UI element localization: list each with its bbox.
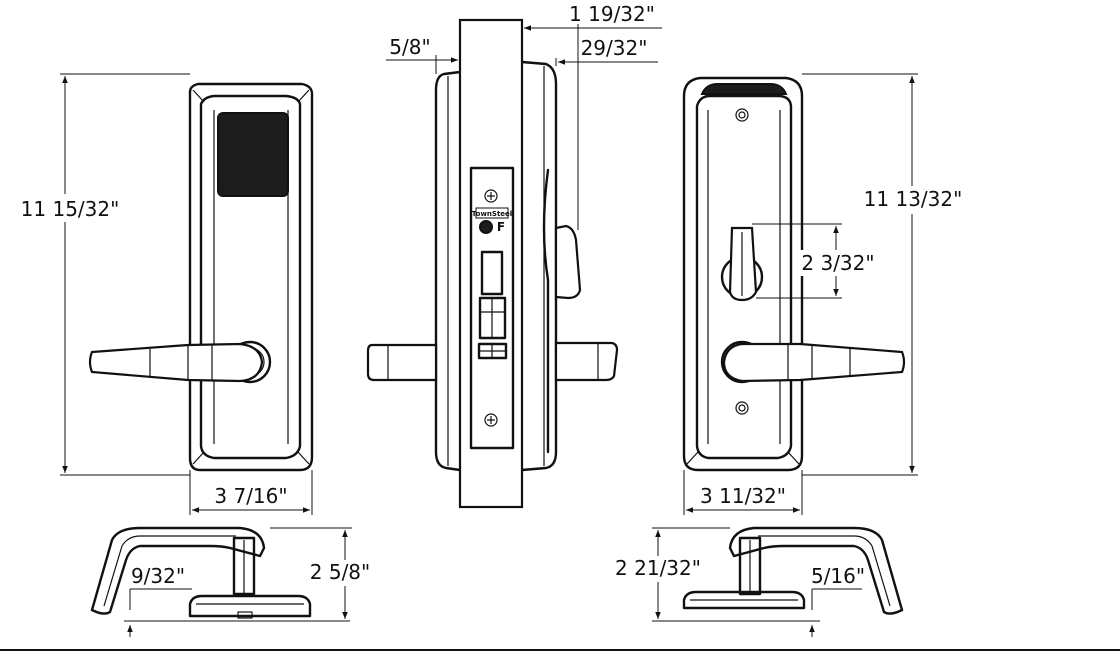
back-screw-bottom-inner <box>738 404 746 412</box>
latch-bolt <box>480 250 504 296</box>
side-dimensions: 5/8" 1 19/32" 29/32" <box>386 2 662 230</box>
front-escutcheon-inner <box>199 94 302 460</box>
front-height-label: 11 15/32" <box>21 197 120 221</box>
back-bevel-line <box>787 451 800 465</box>
label-mask <box>18 194 122 222</box>
code-text: F <box>497 220 505 234</box>
side-view: TownSteel F <box>366 18 619 509</box>
back-dimensions: 11 13/32" 2 3/32" 3 11/32" <box>683 73 966 515</box>
front-bevel-line <box>297 89 310 103</box>
side-right-trim <box>520 60 558 472</box>
back-indicator-band <box>700 83 788 95</box>
front-lever-handle <box>88 342 264 383</box>
bottom-left-dimensions: 9/32" 2 5/8" <box>124 527 376 637</box>
brand-plate <box>475 207 509 219</box>
bl-lever-profile <box>90 526 266 615</box>
label-mask <box>862 186 966 214</box>
back-bevel-line <box>686 451 699 465</box>
br-clearance-label: 5/16" <box>811 564 865 588</box>
bl-rose <box>188 594 312 618</box>
turn-label: 2 3/32" <box>801 251 874 275</box>
br-lever-inner <box>758 535 891 607</box>
back-view <box>682 76 906 472</box>
bl-rose-slot <box>237 611 253 619</box>
side-right-lever <box>554 341 619 382</box>
side-trim-label: 29/32" <box>581 36 648 60</box>
back-escutcheon-outer <box>682 76 804 472</box>
side-rail-contour <box>542 168 550 454</box>
label-mask <box>798 250 878 276</box>
bottom-right-dimensions: 2 21/32" 5/16" <box>612 527 865 637</box>
bottom-left-view <box>90 526 312 619</box>
back-lever-handle <box>722 342 906 383</box>
label-mask <box>304 560 376 586</box>
front-dimensions: 11 15/32" 3 7/16" <box>18 73 313 515</box>
thumb-turn-knob <box>728 226 758 302</box>
front-escutcheon-outer <box>188 82 314 472</box>
faceplate-screw-top <box>484 189 498 203</box>
side-depth-label: 1 19/32" <box>569 2 655 26</box>
side-left-trim <box>434 70 462 472</box>
back-screw-bottom <box>735 401 749 415</box>
bl-clearance-label: 9/32" <box>131 564 185 588</box>
back-screw-top <box>735 108 749 122</box>
br-rose <box>682 590 806 610</box>
back-width-label: 3 11/32" <box>700 484 786 508</box>
bl-lever-inner <box>103 535 236 607</box>
brand-text: TownSteel <box>472 210 512 218</box>
lock-faceplate <box>469 166 515 450</box>
back-escutcheon-inner <box>695 94 793 460</box>
front-bevel-line <box>192 451 205 465</box>
faceplate-screw-bottom <box>484 413 498 427</box>
side-left-lever <box>366 343 438 382</box>
br-projection-label: 2 21/32" <box>615 556 701 580</box>
bottom-right-view <box>682 526 904 615</box>
back-height-label: 11 13/32" <box>864 187 963 211</box>
certification-mark <box>479 220 493 234</box>
card-reader-panel <box>217 112 289 197</box>
bl-projection-label: 2 5/8" <box>310 560 370 584</box>
front-view <box>88 82 314 472</box>
back-screw-top-inner <box>738 111 746 119</box>
front-width-label: 3 7/16" <box>214 484 287 508</box>
side-face-label: 5/8" <box>389 35 430 59</box>
side-thumb-turn <box>554 224 582 300</box>
front-bevel-line <box>297 451 310 465</box>
front-bevel-line <box>192 89 205 103</box>
br-lever-profile <box>728 526 904 615</box>
label-mask <box>612 556 708 582</box>
